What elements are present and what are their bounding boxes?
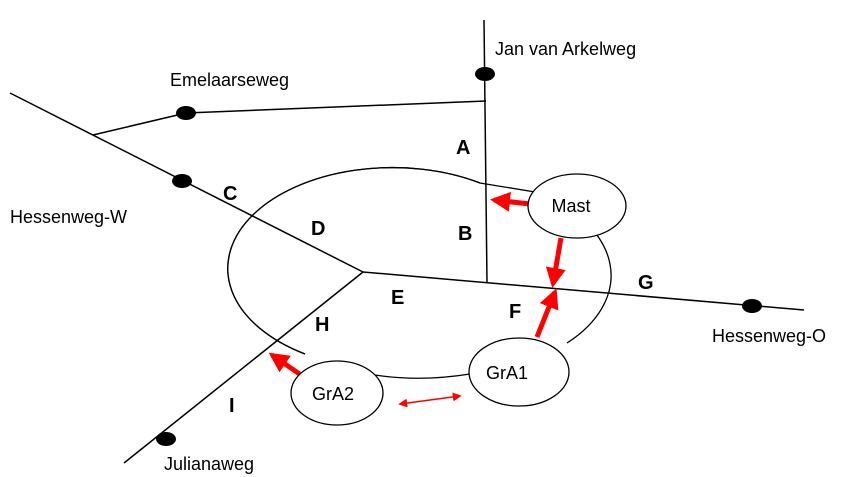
road-emelaarseweg: [185, 100, 487, 114]
node-mast-label: Mast: [551, 196, 590, 216]
road-emelaarseweg-link: [92, 112, 187, 136]
road-hessenweg-o: [362, 271, 805, 311]
segment-i: I: [229, 395, 235, 417]
arrow-gra1-to-junction: [534, 288, 559, 338]
node-emelaarseweg: [176, 106, 196, 120]
label-hessenweg-w: Hessenweg-W: [10, 207, 127, 227]
ring-road-top: [227, 166, 536, 355]
node-mast: Mast: [527, 173, 627, 239]
node-hessenweg-o: [742, 299, 762, 313]
segment-a: A: [456, 137, 470, 159]
arrow-gra2-gra1-link: [398, 392, 462, 408]
segment-e: E: [391, 287, 404, 309]
node-jan-van-arkelweg: [475, 67, 495, 81]
label-hessenweg-o: Hessenweg-O: [712, 326, 826, 346]
label-jan-van-arkelweg: Jan van Arkelweg: [495, 39, 636, 59]
segment-g: G: [638, 272, 654, 294]
node-hessenweg-w: [172, 174, 192, 188]
road-jan-van-arkelweg: [483, 19, 488, 284]
node-gra1: GrA1: [468, 337, 570, 407]
label-emelaarseweg: Emelaarseweg: [170, 70, 289, 90]
segment-b: B: [458, 223, 472, 245]
segment-h: H: [315, 314, 329, 336]
arrow-mast-to-junction: [545, 237, 566, 288]
node-gra2: GrA2: [290, 360, 384, 426]
segment-d: D: [311, 218, 325, 240]
node-gra2-label: GrA2: [312, 384, 354, 404]
arrow-mast-to-road: [490, 191, 531, 212]
road-julianaweg: [123, 271, 364, 464]
segment-c: C: [223, 183, 237, 205]
label-julianaweg: Julianaweg: [164, 454, 254, 474]
segment-f: F: [509, 301, 521, 323]
node-julianaweg: [156, 432, 176, 446]
arrow-gra2-to-road: [268, 352, 303, 378]
node-gra1-label: GrA1: [486, 363, 528, 383]
